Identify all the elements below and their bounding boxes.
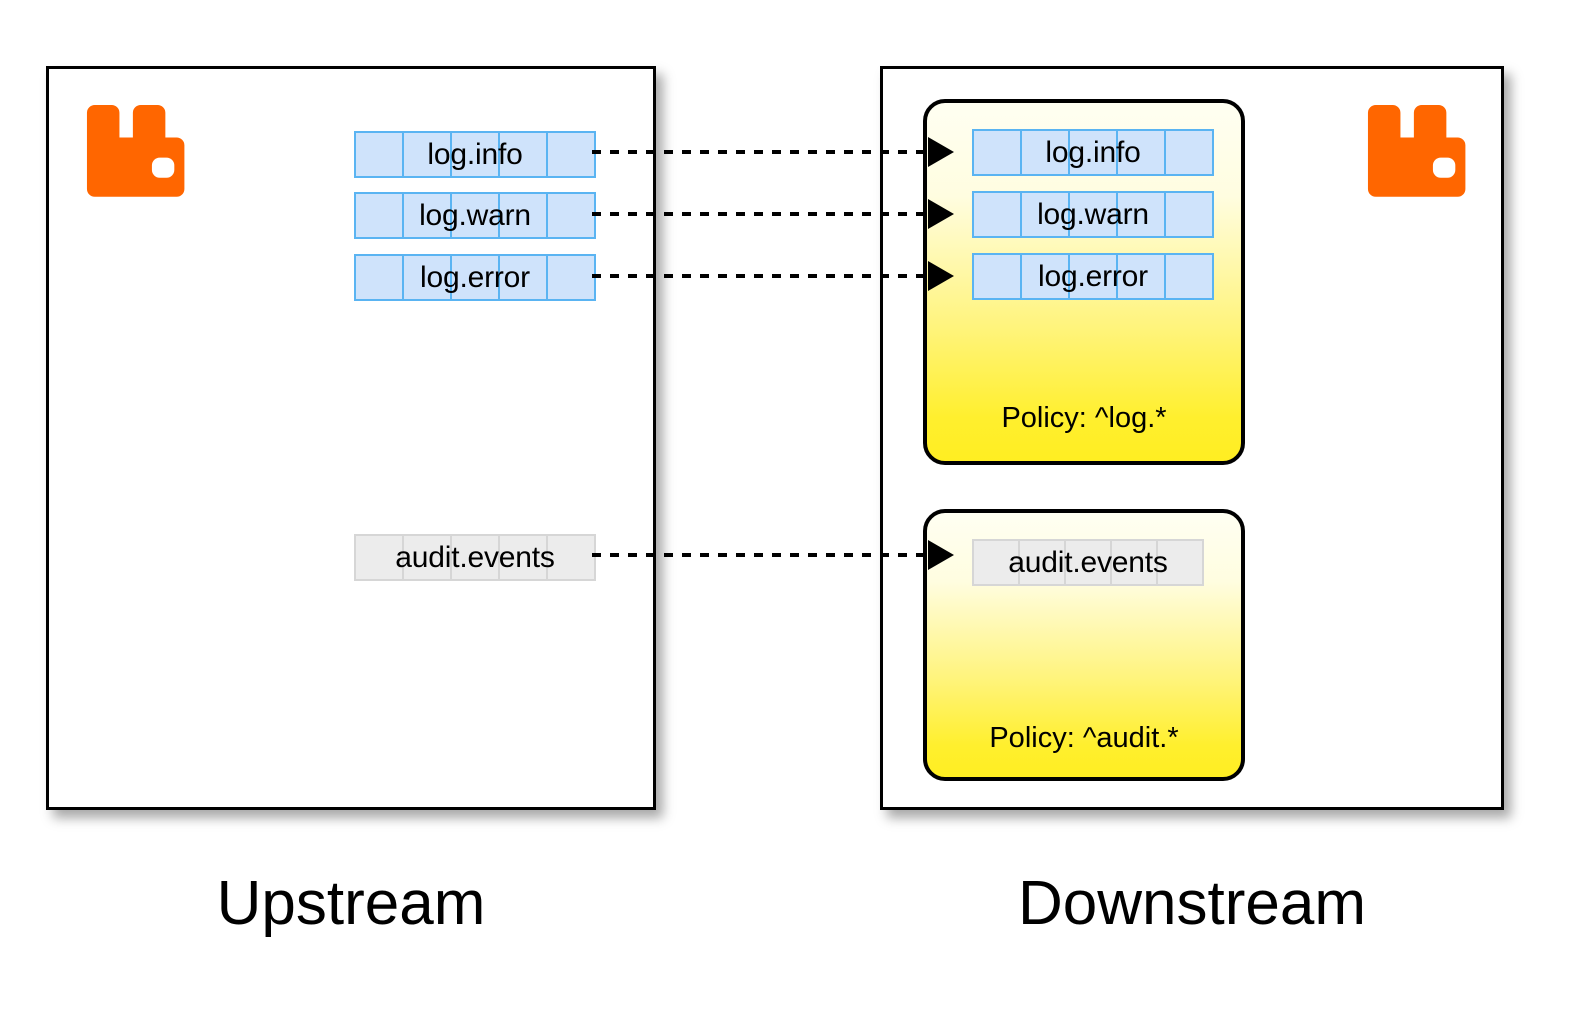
queue-cell (1116, 191, 1166, 238)
queue-cell (402, 254, 452, 301)
queue-cell (546, 192, 596, 239)
queue-cell (354, 192, 404, 239)
queue-cell (402, 131, 452, 178)
arrowhead-log-error-icon (928, 261, 954, 291)
queue-cell (450, 131, 500, 178)
rabbitmq-logo-icon (86, 104, 185, 197)
federation-link-log-info (592, 150, 928, 154)
queue-cell (498, 534, 548, 581)
queue-cell (1116, 253, 1166, 300)
upstream-queue-log-info[interactable]: log.info (354, 131, 596, 178)
queue-cell (1068, 253, 1118, 300)
queue-cell (1018, 539, 1066, 586)
queue-cell (1110, 539, 1158, 586)
queue-cell (402, 192, 452, 239)
queue-cell (1164, 191, 1214, 238)
queue-cell (498, 192, 548, 239)
arrowhead-log-info-icon (928, 137, 954, 167)
federation-link-audit-events (592, 553, 928, 557)
downstream-policy-log-box: log.info log.warn log.error Policy: ^log… (923, 99, 1245, 465)
upstream-broker-box: log.info log.warn log.error a (46, 66, 656, 810)
upstream-caption: Upstream (216, 869, 486, 938)
queue-cell (546, 254, 596, 301)
arrowhead-log-warn-icon (928, 199, 954, 229)
queue-cell (1020, 253, 1070, 300)
queue-cell (972, 191, 1022, 238)
queue-cell (1156, 539, 1204, 586)
upstream-queue-audit-events[interactable]: audit.events (354, 534, 596, 581)
queue-cell (354, 131, 404, 178)
queue-cell (1020, 129, 1070, 176)
queue-cell (1164, 253, 1214, 300)
downstream-queue-audit-events[interactable]: audit.events (972, 539, 1204, 586)
queue-cell (972, 253, 1022, 300)
queue-cell (354, 534, 404, 581)
queue-cell (546, 131, 596, 178)
queue-cell (450, 534, 500, 581)
downstream-queue-log-info[interactable]: log.info (972, 129, 1214, 176)
queue-cell (972, 539, 1020, 586)
downstream-broker-box: log.info log.warn log.error Policy: ^log… (880, 66, 1504, 810)
downstream-policy-audit-box: audit.events Policy: ^audit.* (923, 509, 1245, 781)
arrowhead-audit-events-icon (928, 540, 954, 570)
downstream-queue-log-warn[interactable]: log.warn (972, 191, 1214, 238)
queue-cell (450, 254, 500, 301)
federation-link-log-warn (592, 212, 928, 216)
downstream-queue-log-error[interactable]: log.error (972, 253, 1214, 300)
queue-cell (402, 534, 452, 581)
policy-log-label: Policy: ^log.* (1001, 402, 1167, 434)
queue-cell (498, 131, 548, 178)
queue-cell (546, 534, 596, 581)
queue-cell (498, 254, 548, 301)
upstream-queue-log-warn[interactable]: log.warn (354, 192, 596, 239)
downstream-caption: Downstream (1018, 869, 1366, 938)
upstream-queue-log-error[interactable]: log.error (354, 254, 596, 301)
queue-cell (1068, 129, 1118, 176)
queue-cell (1164, 129, 1214, 176)
queue-cell (1116, 129, 1166, 176)
rabbitmq-logo-icon (1367, 104, 1466, 197)
queue-cell (450, 192, 500, 239)
policy-audit-label: Policy: ^audit.* (989, 722, 1179, 754)
queue-cell (1068, 191, 1118, 238)
queue-cell (972, 129, 1022, 176)
queue-cell (1064, 539, 1112, 586)
queue-cell (354, 254, 404, 301)
queue-cell (1020, 191, 1070, 238)
federation-link-log-error (592, 274, 928, 278)
